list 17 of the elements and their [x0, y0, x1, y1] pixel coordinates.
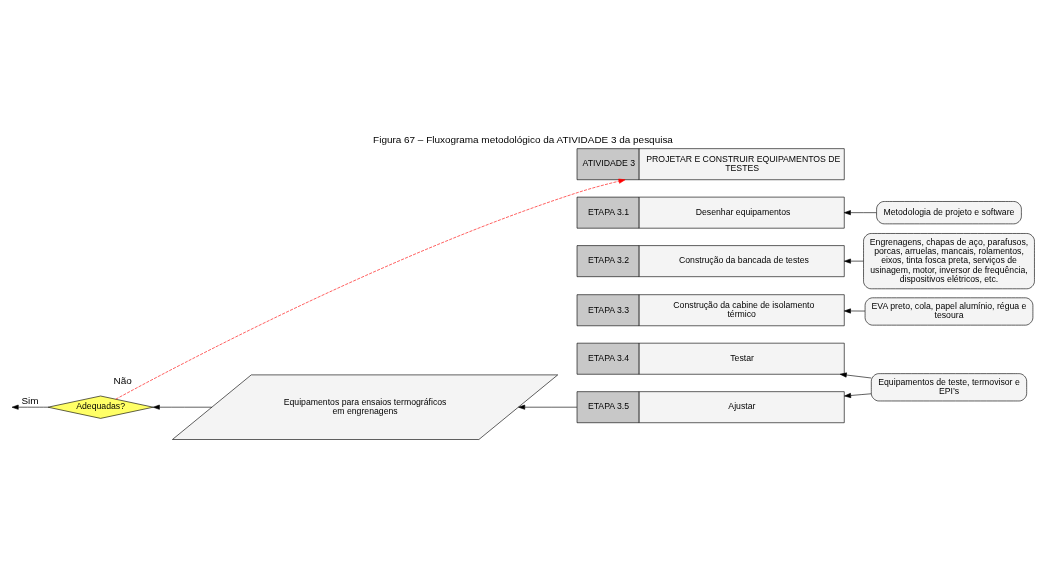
arrow: [11, 404, 49, 410]
arrow: [844, 392, 872, 398]
arrow: [844, 308, 866, 313]
edge-label: Sim: [21, 394, 39, 406]
arrow: [115, 178, 626, 399]
edge-label: Não: [113, 374, 132, 386]
arrow: [844, 258, 864, 264]
node-box: Engrenagens, chapas de aço, parafusos, porcas, arruelas, mancais, rolamentos, eixos, tinta fosca preta, serviços de usinagem, motor, inversor de frequência, dispositivos elétricos, etc.: [863, 232, 1035, 289]
node-box: EVA preto, cola, papel alumínio, régua e tesoura: [864, 297, 1034, 325]
arrow: [839, 372, 872, 378]
arrow: [518, 404, 578, 410]
diagram-title: Figura 67 – Fluxograma metodológico da ATIVIDADE 3 da pesquisa: [373, 133, 673, 145]
arrow: [152, 404, 213, 410]
arrow: [843, 209, 877, 215]
node-box: Metodologia de projeto e software: [876, 200, 1022, 224]
node-box: Equipamentos de teste, termovisor e EPI’s: [871, 372, 1027, 401]
node-diamond: Adequadas?: [47, 395, 154, 419]
